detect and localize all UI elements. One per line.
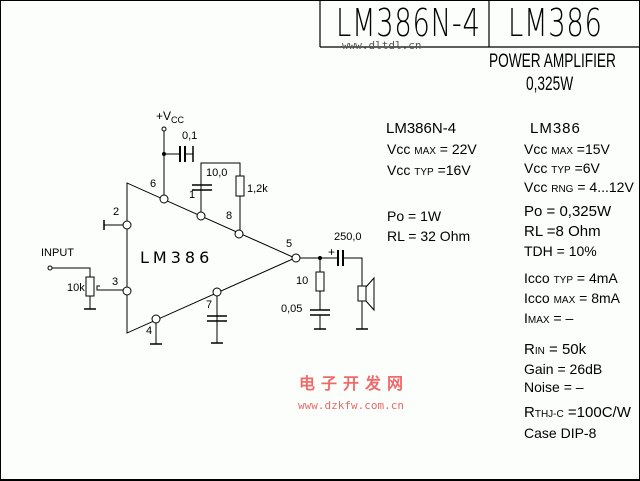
pin-8-label: 8: [226, 210, 233, 222]
spec-lm386-row: Icco TYP = 4mA: [524, 270, 618, 286]
output-cap-value: 250,0: [334, 231, 362, 243]
spec-lm386-row: Case DIP-8: [524, 425, 597, 441]
pin-8-node: [234, 229, 244, 239]
spec-n4-row: RL = 32 Ohm: [387, 228, 471, 244]
speaker-feed-wire: [343, 257, 363, 286]
input-wire: [52, 267, 91, 277]
output-cap-polarity: +: [328, 245, 336, 259]
watermark-chinese: 电子开发网: [299, 374, 410, 393]
pin-1-label: 1: [189, 189, 196, 201]
pin-2-label: 2: [113, 206, 120, 218]
spec-lm386-row: Po = 0,325W: [524, 203, 612, 220]
pin-4-label: 4: [146, 325, 153, 337]
base-title: LM386: [508, 1, 603, 45]
spec-lm386-row: Icco MAX = 8mA: [524, 290, 620, 306]
pin-6-label: 6: [150, 178, 157, 190]
pin-1-node: [196, 211, 206, 221]
zobel-cap-value: 0,05: [281, 303, 303, 315]
speaker-coil: [357, 285, 367, 302]
gain-network-wire: [200, 162, 241, 232]
spec-lm386-row: RTHJ-C =100C/W: [524, 404, 631, 421]
gain-cap-value: 10,0: [206, 167, 228, 179]
input-pot: [85, 276, 95, 297]
spec-lm386-row: RL =8 Ohm: [524, 223, 601, 240]
pin-5-node: [291, 253, 301, 263]
pot-wiper: [96, 285, 123, 291]
variant-title: LM386N-4: [336, 1, 481, 45]
input-pot-value: 10k: [67, 282, 85, 294]
ic-triangle: [126, 182, 297, 334]
pin-3-node: [122, 286, 132, 296]
input-terminal: [47, 265, 53, 271]
spec-lm386-row: Gain = 26dB: [524, 361, 603, 377]
pin-3-label: 3: [112, 276, 119, 288]
gain-resistor: [235, 175, 245, 197]
pin-6-node: [159, 194, 169, 204]
spec-lm386-row: Vcc MAX =15V: [524, 141, 610, 157]
spec-lm386-row: Noise = –: [524, 379, 584, 395]
gain-resistor-value: 1,2k: [247, 183, 268, 195]
pin-7-label: 7: [206, 299, 213, 311]
spec-n4-row: Po = 1W: [387, 208, 442, 224]
vcc-terminal: [161, 126, 167, 132]
spec-lm386-row: IMAX = –: [524, 310, 574, 326]
spec-lm386-row: TDH = 10%: [524, 243, 597, 259]
decoupling-cap-value: 0,1: [182, 130, 198, 142]
pin-2-node: [122, 220, 132, 230]
subtitle: POWER AMPLIFIER: [489, 51, 616, 72]
power-rating: 0,325W: [526, 74, 574, 95]
speaker-cone-icon: [365, 276, 375, 312]
specs-lm386-title: LM386: [530, 120, 581, 137]
ic-label: LM386: [140, 248, 214, 267]
watermark-url-bottom: www.dzkfw.com.cn: [298, 399, 404, 412]
zobel-resistor: [315, 271, 325, 292]
spec-lm386-row: Vcc RNG = 4...12V: [524, 179, 634, 195]
spec-n4-row: Vcc MAX = 22V: [387, 141, 477, 157]
pin-4-node: [151, 314, 161, 324]
spec-lm386-row: Vcc TYP =6V: [524, 160, 600, 176]
vcc-label: +VCC: [156, 109, 185, 125]
specs-n4-title: LM386N-4: [386, 120, 457, 137]
spec-n4-row: Vcc TYP =16V: [387, 162, 471, 178]
pin-7-node: [212, 287, 222, 297]
input-label: INPUT: [41, 247, 74, 259]
pin-5-label: 5: [286, 238, 293, 250]
watermark-url-top: www.dltdl.cn: [342, 39, 422, 52]
zobel-resistor-value: 10: [296, 275, 309, 287]
spec-lm386-row: RIN = 50k: [524, 341, 587, 358]
